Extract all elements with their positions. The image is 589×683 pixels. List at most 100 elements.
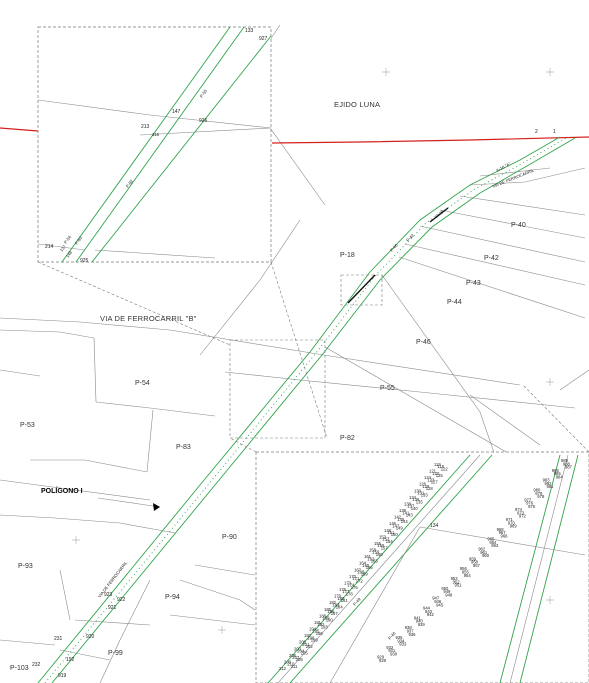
inset-point-163: 163 — [371, 559, 379, 564]
inset-point-978: 978 — [537, 494, 545, 499]
inset-point-953: 953 — [451, 576, 459, 581]
inset-parcel-p54: P-54 — [63, 234, 73, 245]
parcel-p18: P-18 — [340, 252, 355, 259]
inset-point-214: 214 — [45, 244, 54, 250]
inset-point-968: 968 — [497, 527, 505, 532]
inset-left-column-points: 1191181221211201251241231271261291281301… — [279, 462, 448, 671]
inset-point-941: 941 — [414, 615, 422, 620]
parcel-p103: P-103 — [10, 665, 29, 672]
inset-point-936: 936 — [409, 632, 417, 637]
inset-point-932: 932 — [386, 645, 394, 650]
detail-box-middle — [229, 339, 326, 439]
point-920: 920 — [86, 634, 95, 640]
inset-point-952: 952 — [453, 579, 461, 584]
inset-point-145: 145 — [397, 517, 405, 522]
inset-point-142: 142 — [394, 515, 402, 520]
inset-point-973: 973 — [517, 511, 525, 516]
inset-point-196: 196 — [316, 631, 324, 636]
detail-inset-top — [37, 26, 328, 439]
inset-parcel-p55: P-55 — [199, 88, 209, 99]
inset-point-147: 147 — [172, 109, 181, 115]
inset-point-210: 210 — [287, 662, 295, 667]
ejido-boundary-line — [0, 127, 589, 144]
inset-point-207: 207 — [292, 655, 300, 660]
parcel-p54: P-54 — [135, 380, 150, 387]
inset-point-981: 981 — [547, 484, 555, 489]
inset-point-928: 928 — [379, 658, 387, 663]
inset-point-131: 131 — [417, 491, 425, 496]
inset-point-154: 154 — [386, 539, 394, 544]
inset-point-945: 945 — [436, 602, 444, 607]
parcel-p40: P-40 — [511, 222, 526, 229]
inset-point-191: 191 — [314, 620, 322, 625]
inset-point-957: 957 — [473, 563, 481, 568]
inset-point-930: 930 — [390, 651, 398, 656]
inset-point-971: 971 — [506, 517, 514, 522]
inset-point-201: 201 — [302, 642, 310, 647]
inset-point-151: 151 — [387, 530, 395, 535]
inset-parcel-p82: P-82 — [125, 178, 135, 189]
inset-point-938: 938 — [405, 625, 413, 630]
inset-point-954: 954 — [464, 573, 472, 578]
via-a-label: A-16 "A" — [495, 161, 512, 173]
inset-point-192: 192 — [317, 622, 325, 627]
point-231: 231 — [54, 636, 63, 642]
parcel-p55: P-55 — [380, 385, 395, 392]
parcel-p90: P-90 — [222, 534, 237, 541]
inset-point-171: 171 — [352, 576, 360, 581]
parcel-p53: P-53 — [20, 422, 35, 429]
inset-point-119: 119 — [434, 462, 441, 467]
inset-point-168: 168 — [357, 570, 365, 575]
inset-point-166: 166 — [366, 565, 374, 570]
inset-point-170: 170 — [349, 574, 357, 579]
inset-point-149: 149 — [396, 526, 404, 531]
inset-point-153: 153 — [382, 537, 390, 542]
inset-point-946: 946 — [434, 599, 442, 604]
inset-point-162: 162 — [367, 556, 375, 561]
inset-point-944: 944 — [423, 606, 431, 611]
inset-point-988: 988 — [563, 461, 571, 466]
inset-point-965: 965 — [487, 537, 495, 542]
inset-point-184: 184 — [336, 605, 344, 610]
inset-point-964: 964 — [489, 540, 497, 545]
inset-point-956: 956 — [460, 566, 468, 571]
inset-point-137: 137 — [59, 243, 68, 252]
inset-point-124: 124 — [424, 475, 432, 480]
inset-point-144: 144 — [401, 519, 409, 524]
inset-point-951: 951 — [455, 583, 463, 588]
inset-point-933: 933 — [399, 642, 407, 647]
inset-point-121: 121 — [429, 469, 437, 474]
poligono-arrowhead — [153, 503, 160, 511]
inset-point-157: 157 — [381, 545, 389, 550]
inset-point-212: 212 — [279, 666, 287, 671]
inset-point-176: 176 — [339, 587, 347, 592]
inset-point-152: 152 — [379, 534, 387, 539]
grid-ticks — [72, 68, 554, 634]
detail-box-upper — [340, 274, 383, 306]
inset-point-987: 987 — [565, 465, 573, 470]
ejido-label: EJIDO LUNA — [334, 100, 380, 109]
inset-point-940: 940 — [416, 619, 424, 624]
inset-point-211: 211 — [291, 664, 298, 669]
inset-point-200: 200 — [299, 640, 307, 645]
inset-point-155: 155 — [374, 541, 382, 546]
inset-point-970: 970 — [508, 520, 516, 525]
inset-point-143: 143 — [406, 513, 414, 518]
inset-point-949: 949 — [443, 589, 451, 594]
inset-point-179: 179 — [334, 594, 342, 599]
inset-point-935: 935 — [396, 635, 404, 640]
inset-point-962: 962 — [478, 547, 486, 552]
inset-point-203: 203 — [294, 646, 302, 651]
inset-point-148: 148 — [65, 249, 74, 258]
inset-point-175: 175 — [351, 585, 359, 590]
inset-point-137: 137 — [407, 504, 415, 509]
inset-point-209: 209 — [284, 659, 292, 664]
point-1: 1 — [553, 129, 556, 135]
inset-point-925: 925 — [80, 258, 89, 264]
inset-point-977: 977 — [524, 497, 532, 502]
inset-point-189: 189 — [322, 616, 330, 621]
parcel-p43: P-43 — [466, 280, 481, 287]
inset-point-140: 140 — [411, 506, 419, 511]
railway-corridor — [37, 136, 576, 683]
inset-point-974: 974 — [515, 507, 523, 512]
